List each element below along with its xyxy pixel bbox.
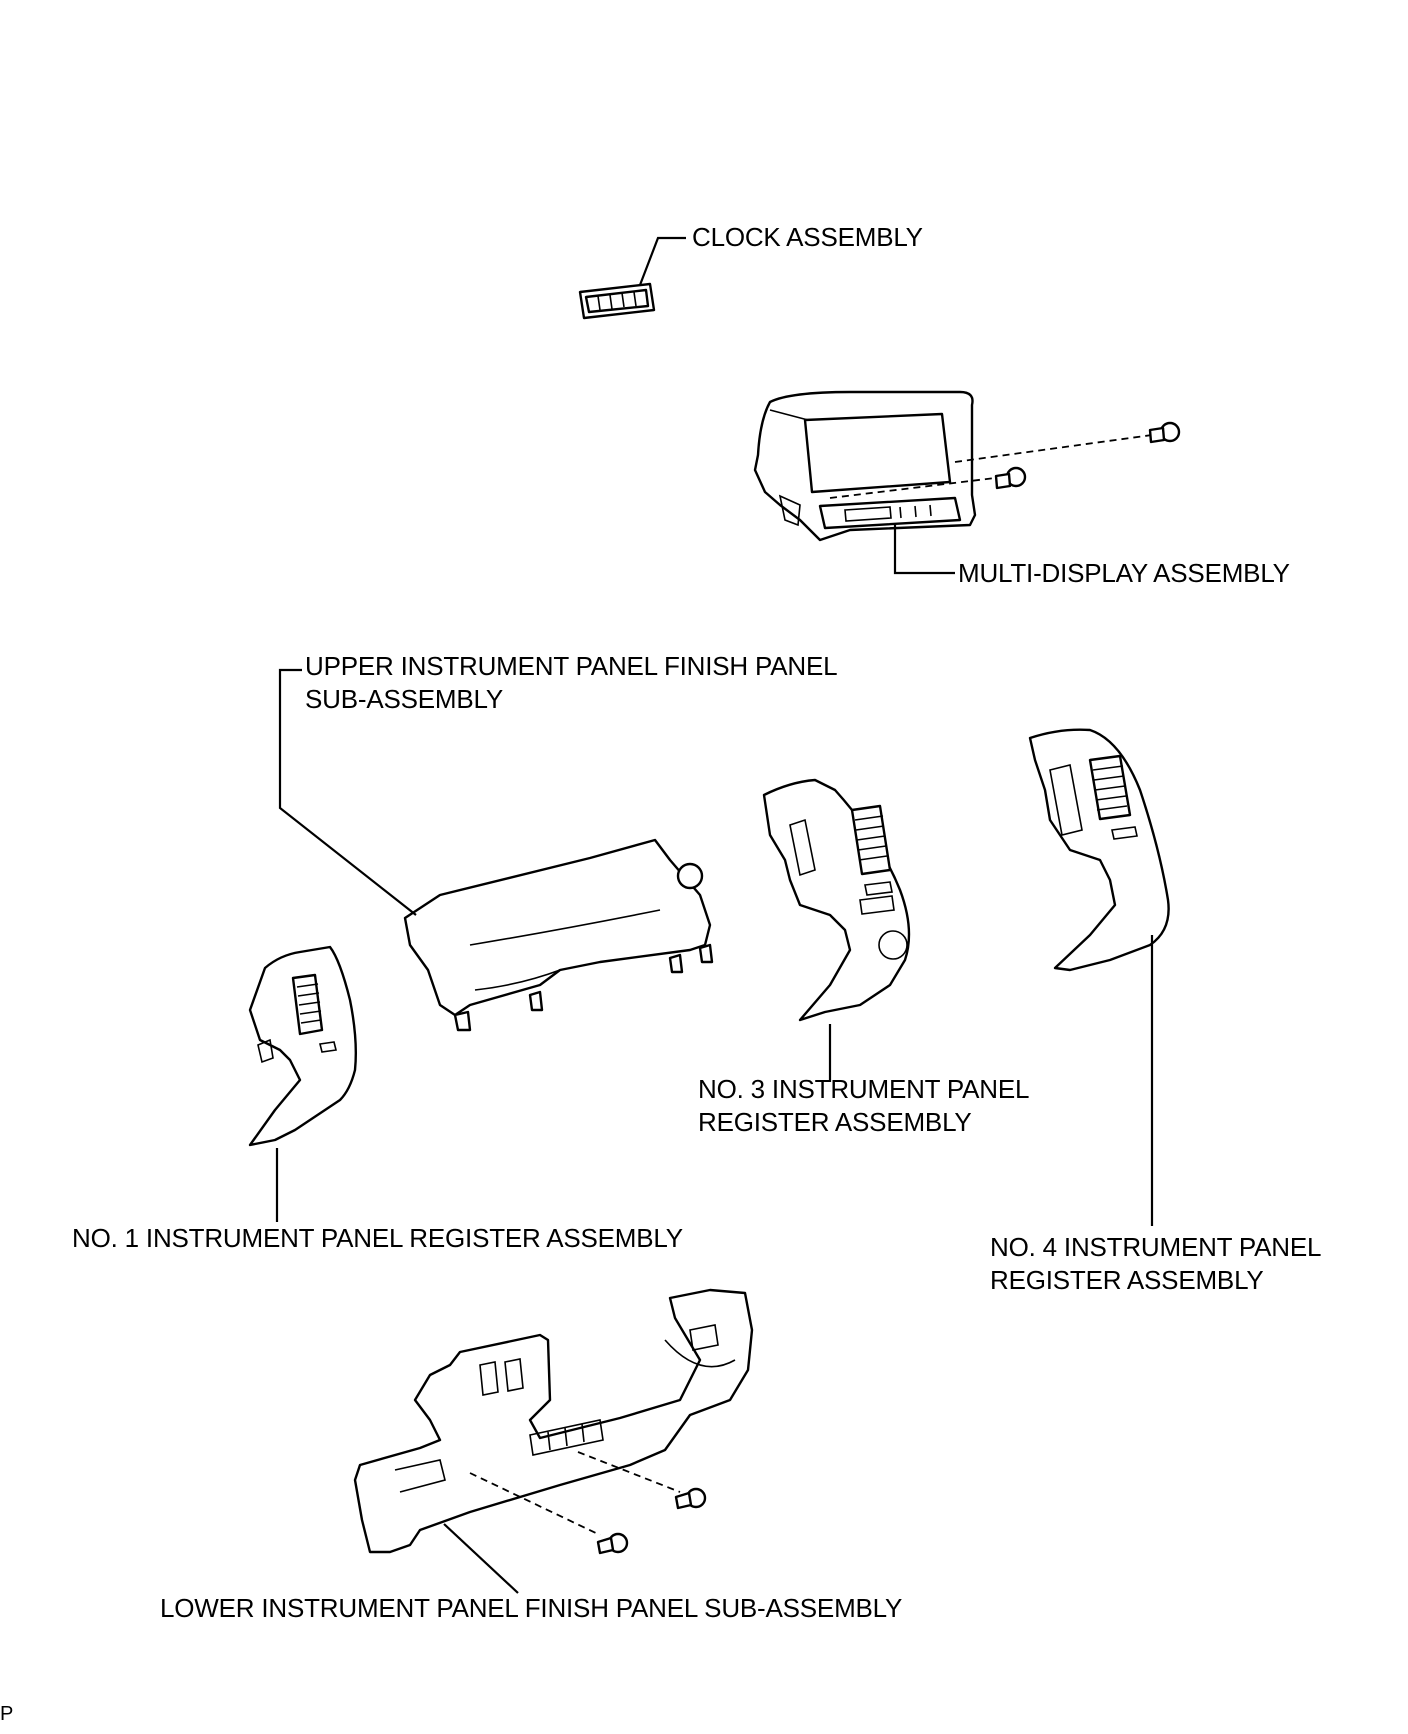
no4-register-part [1028, 728, 1170, 972]
clock-assembly-part [578, 282, 656, 320]
no3-register-part [762, 778, 911, 1022]
multi-display-assembly-label: MULTI-DISPLAY ASSEMBLY [958, 558, 1290, 588]
lower-panel-screw-right [577, 1451, 707, 1510]
no4-register-label-line1: NO. 4 INSTRUMENT PANEL [990, 1232, 1322, 1262]
upper-panel-leader-line [278, 668, 417, 916]
lower-panel-leader-line [443, 1523, 519, 1594]
multi-display-screw-lower [829, 466, 1027, 499]
no1-register-part [248, 945, 357, 1147]
lower-panel-screw-left [469, 1472, 629, 1555]
no4-register-label-line2: REGISTER ASSEMBLY [990, 1265, 1264, 1295]
upper-panel-label-line1: UPPER INSTRUMENT PANEL FINISH PANEL [305, 651, 838, 681]
lower-instrument-panel-part [353, 1288, 754, 1554]
no3-register-label-line2: REGISTER ASSEMBLY [698, 1107, 972, 1137]
clock-leader-line [638, 236, 686, 286]
lower-panel-label: LOWER INSTRUMENT PANEL FINISH PANEL SUB-… [160, 1593, 903, 1623]
clock-assembly-label: CLOCK ASSEMBLY [692, 222, 923, 252]
multi-display-screw-upper [954, 421, 1181, 463]
upper-panel-label-line2: SUB-ASSEMBLY [305, 684, 503, 714]
multi-display-leader-line [893, 525, 955, 575]
multi-display-assembly-part [753, 390, 977, 542]
corner-code: P [0, 1703, 14, 1725]
no3-register-label-line1: NO. 3 INSTRUMENT PANEL [698, 1074, 1030, 1104]
upper-instrument-panel-part [403, 838, 714, 1032]
no1-register-label: NO. 1 INSTRUMENT PANEL REGISTER ASSEMBLY [72, 1223, 683, 1253]
